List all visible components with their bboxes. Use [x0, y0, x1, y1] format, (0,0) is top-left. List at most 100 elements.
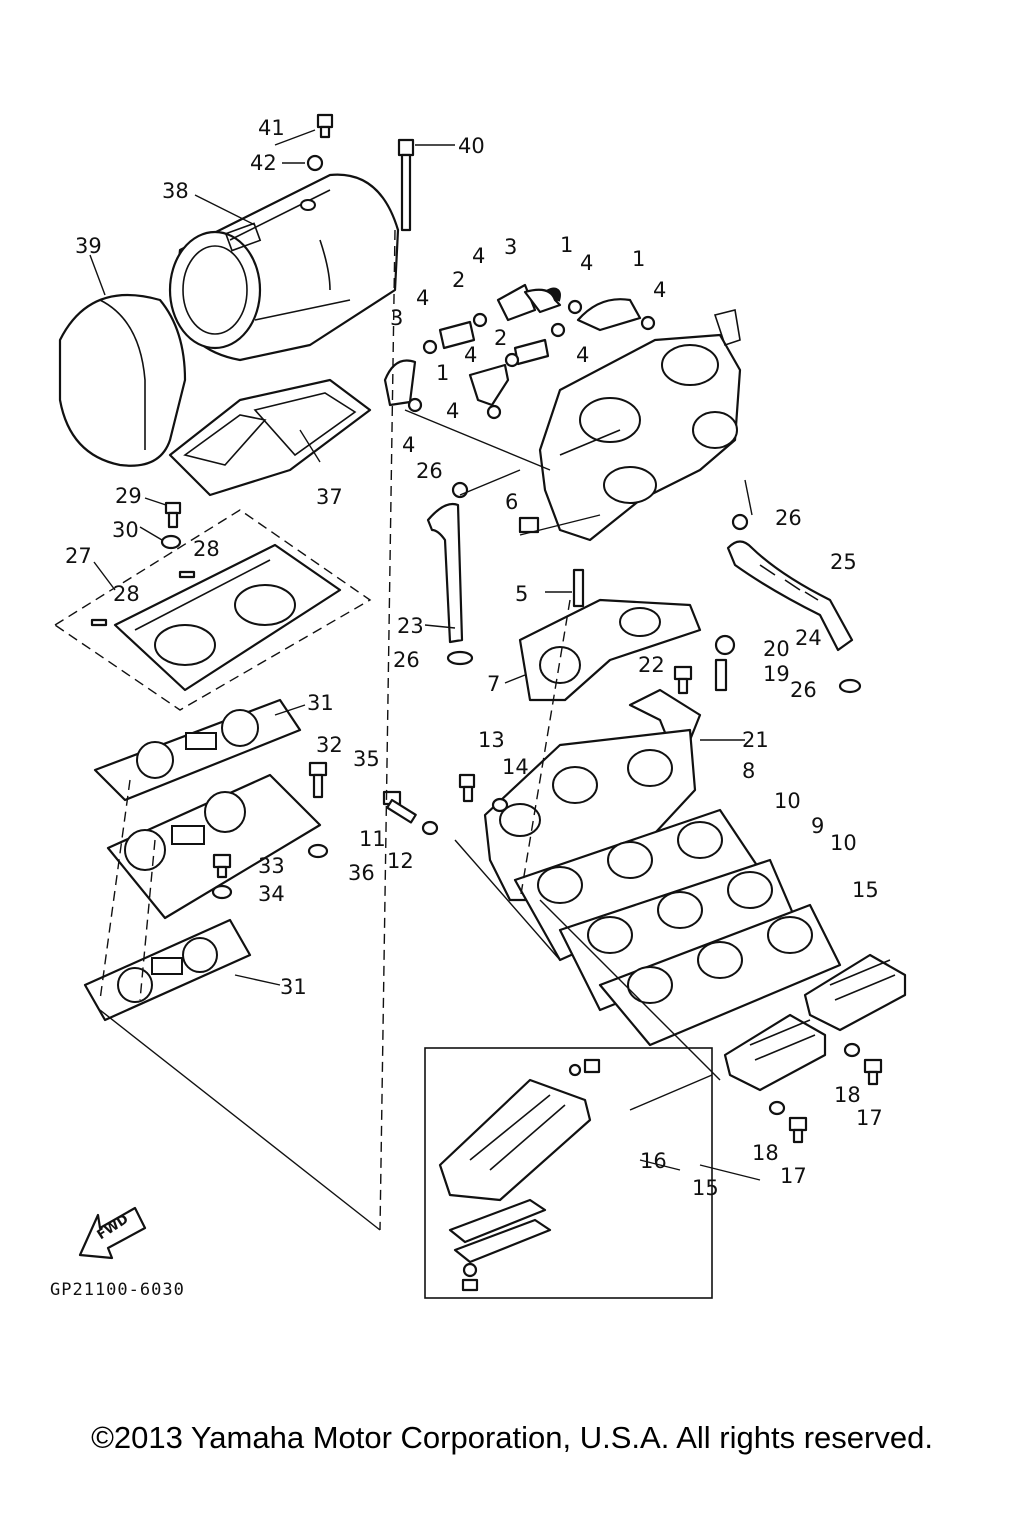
bolt-40	[397, 138, 415, 232]
hose-1-a	[523, 287, 562, 314]
callout-3-top: 3	[504, 235, 517, 259]
bolt-29	[164, 501, 182, 529]
callout-19: 19	[763, 662, 790, 686]
reed-valve-15-right	[803, 953, 907, 1032]
callout-labels: 41 42 40 38 39 3 1 4 2 3 4 4 1 4 4 2 4 1…	[65, 116, 883, 1200]
callout-28-b: 28	[113, 582, 140, 606]
washer-14	[491, 797, 509, 813]
gasket-37	[168, 378, 372, 497]
reed-valve-15-left	[723, 1013, 827, 1092]
clamp-4-a	[472, 312, 488, 328]
clamp-4-b	[422, 339, 438, 355]
callout-1-top: 1	[560, 233, 573, 257]
nut-6	[518, 516, 540, 534]
callout-15-right: 15	[852, 878, 879, 902]
clamp-4-d	[640, 315, 656, 331]
cap-20	[714, 634, 736, 656]
washer-18-left	[768, 1100, 786, 1116]
callout-1-right: 1	[632, 247, 645, 271]
callout-29: 29	[115, 484, 142, 508]
washer-34	[211, 884, 233, 900]
gasket-31-lower	[83, 918, 252, 1022]
intake-duct-39	[58, 293, 187, 467]
callout-4-d: 4	[653, 278, 666, 302]
assembly-outline-27	[53, 509, 372, 711]
callout-30: 30	[112, 518, 139, 542]
hose-3-left	[383, 359, 417, 407]
callout-8: 8	[742, 759, 755, 783]
callout-2-a: 2	[452, 268, 465, 292]
callout-10-b: 10	[830, 831, 857, 855]
callout-21: 21	[742, 728, 769, 752]
callout-13: 13	[478, 728, 505, 752]
callout-31-upper: 31	[307, 691, 334, 715]
callout-18-left: 18	[752, 1141, 779, 1165]
callout-9: 9	[811, 814, 824, 838]
callout-23: 23	[397, 614, 424, 638]
screw-28-a	[178, 570, 196, 579]
bolt-17-left	[788, 1116, 808, 1144]
callout-4-c: 4	[580, 251, 593, 275]
copyright-notice: ©2013 Yamaha Motor Corporation, U.S.A. A…	[91, 1420, 933, 1455]
callout-4-g: 4	[446, 399, 459, 423]
callout-4-h: 4	[402, 433, 415, 457]
callout-17-right: 17	[856, 1106, 883, 1130]
callout-10-a: 10	[774, 789, 801, 813]
callout-33: 33	[258, 854, 285, 878]
washer-12	[421, 820, 439, 836]
bolt-22	[673, 665, 693, 695]
callout-4-e: 4	[464, 343, 477, 367]
clamp-4-e	[504, 352, 520, 368]
part-code: GP21100-6030	[50, 1280, 185, 1300]
callout-2-b: 2	[494, 326, 507, 350]
clamp-26-c	[731, 513, 749, 531]
callout-40: 40	[458, 134, 485, 158]
joint-2-b	[513, 338, 550, 366]
gasket-10-b	[598, 903, 842, 1047]
cylinder-head-cover	[113, 543, 342, 692]
gasket-7	[518, 598, 702, 702]
callout-37: 37	[316, 485, 343, 509]
clamp-26-d	[838, 678, 862, 694]
callout-11: 11	[359, 827, 386, 851]
screw-28-b	[90, 618, 108, 627]
callout-15-left: 15	[692, 1176, 719, 1200]
washer-42	[306, 154, 324, 172]
hose-23	[426, 502, 464, 644]
carburetor-assembly	[538, 309, 742, 542]
callout-24: 24	[795, 626, 822, 650]
callout-31-lower: 31	[280, 975, 307, 999]
bolt-35	[308, 761, 328, 799]
hose-1-c	[468, 363, 510, 407]
callout-12: 12	[387, 849, 414, 873]
fwd-arrow-icon	[78, 1206, 147, 1260]
intake-manifold-8	[483, 728, 697, 902]
callout-26-c: 26	[393, 648, 420, 672]
callout-34: 34	[258, 882, 285, 906]
callout-4-f: 4	[576, 343, 589, 367]
callout-18-right: 18	[834, 1083, 861, 1107]
fitting-19	[714, 658, 728, 692]
callout-42: 42	[250, 151, 277, 175]
callout-20: 20	[763, 637, 790, 661]
callout-7: 7	[487, 672, 500, 696]
clamp-26-b	[446, 650, 474, 666]
callout-39: 39	[75, 234, 102, 258]
callout-32: 32	[316, 733, 343, 757]
bolt-13	[458, 773, 476, 803]
clamp-4-h	[486, 404, 502, 420]
callout-35: 35	[353, 747, 380, 771]
flame-arrester-38	[168, 173, 400, 362]
inset-reed-valve-assy-16	[424, 1047, 713, 1299]
plate-32	[106, 773, 322, 920]
callout-27: 27	[65, 544, 92, 568]
callout-4-b: 4	[416, 286, 429, 310]
callout-26-d: 26	[790, 678, 817, 702]
hose-25	[726, 540, 854, 652]
alignment-lines	[89, 129, 761, 1231]
callout-1-mid: 1	[436, 361, 449, 385]
hose-1-b	[576, 298, 642, 332]
callout-28-a: 28	[193, 537, 220, 561]
callout-38: 38	[162, 179, 189, 203]
